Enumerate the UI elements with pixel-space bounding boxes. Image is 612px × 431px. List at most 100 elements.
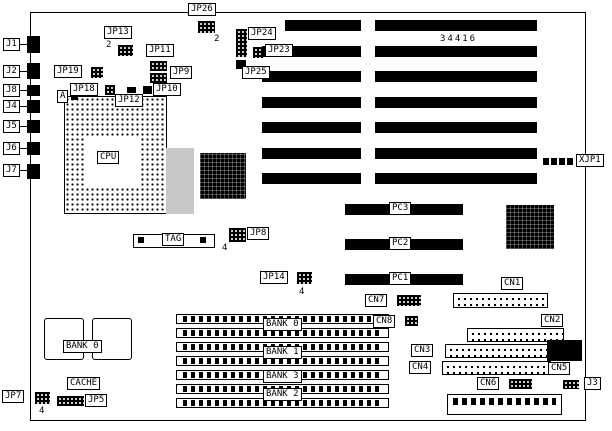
jp24-connector	[236, 29, 247, 57]
cn8-connector	[405, 316, 418, 326]
tag-pin	[200, 237, 206, 243]
jp23-connector	[253, 47, 263, 58]
j5-leader-line	[20, 126, 28, 127]
jp5-connector	[57, 396, 84, 406]
jp8-connector	[229, 228, 246, 242]
jp11-label: JP11	[146, 44, 174, 57]
isa-slot	[285, 20, 361, 31]
j1-leader-line	[20, 44, 28, 45]
j2-leader-line	[20, 71, 28, 72]
isa-slot	[375, 71, 537, 82]
jp25-label: JP25	[242, 66, 270, 79]
j4-label: J4	[3, 100, 20, 113]
j8-label: J8	[3, 84, 20, 97]
j7-label: J7	[3, 164, 20, 177]
j8-leader-line	[20, 90, 28, 91]
jp13-pin-count: 2	[106, 40, 112, 50]
jp14-label: JP14	[260, 271, 288, 284]
bank0-label: BANK 0	[263, 318, 302, 331]
pc3-label: PC3	[389, 202, 412, 215]
cn2-connector	[467, 328, 564, 342]
jp11-connector	[150, 61, 167, 71]
component-block	[166, 148, 194, 214]
chipset-chip-2	[506, 205, 554, 249]
cn2-label: CN2	[541, 314, 564, 327]
jp9-connector	[150, 73, 167, 83]
cn7-connector	[397, 295, 421, 306]
jp19-connector	[91, 67, 103, 78]
jp9-label: JP9	[170, 66, 193, 79]
bank1-label: BANK 1	[263, 346, 302, 359]
cn6-connector	[509, 379, 532, 389]
cn5-label: CN5	[548, 362, 571, 375]
isa-slot	[375, 148, 537, 159]
jp14-pin-count: 4	[299, 287, 305, 297]
j7-connector	[27, 164, 40, 179]
cn4-connector	[442, 361, 551, 375]
pin-a1-marker	[71, 93, 78, 100]
isa-slot	[262, 173, 361, 184]
isa-slot	[375, 122, 537, 133]
cn3-connector	[445, 344, 556, 358]
j8-connector	[27, 85, 40, 96]
cn8-label: CN8	[373, 315, 396, 328]
bank3-label: BANK 3	[263, 370, 302, 383]
tag-label: TAG	[162, 233, 185, 246]
jp7-pin-count: 4	[39, 406, 45, 416]
j7-leader-line	[20, 170, 28, 171]
cn4-label: CN4	[409, 361, 432, 374]
bank2-label: BANK 2	[263, 388, 302, 401]
isa-slot	[262, 122, 361, 133]
jp8-pin-count: 4	[222, 243, 228, 253]
cpu-label: CPU	[97, 151, 120, 164]
j2-connector	[27, 63, 40, 79]
jp10-label: JP10	[153, 83, 181, 96]
j3-label: J3	[584, 377, 601, 390]
j6-label: J6	[3, 142, 20, 155]
power-connector-pins	[453, 398, 556, 405]
jp13-label: JP13	[104, 26, 132, 39]
cache-bank0-label: BANK 0	[63, 340, 102, 353]
xjp1-label: XJP1	[576, 154, 604, 167]
jp7-connector	[35, 392, 50, 404]
j4-leader-line	[20, 106, 28, 107]
j6-leader-line	[20, 148, 28, 149]
pc2-label: PC2	[389, 237, 412, 250]
jp25-connector	[236, 60, 246, 69]
cn5-connector	[547, 340, 582, 361]
isa-slot	[262, 71, 361, 82]
jp26-label: JP26	[188, 3, 216, 16]
isa-slot	[375, 97, 537, 108]
jp13-connector	[118, 45, 133, 56]
cache-chip	[92, 318, 132, 360]
pc1-label: PC1	[389, 272, 412, 285]
isa-slot	[262, 97, 361, 108]
jp18-label: JP18	[70, 83, 98, 96]
isa-slot	[375, 46, 537, 57]
power-connector	[447, 394, 562, 415]
isa-slot	[375, 173, 537, 184]
isa-slot	[375, 20, 537, 31]
jp26-connector	[198, 21, 215, 33]
jp14-connector	[297, 272, 312, 284]
pin-a1-label: A	[57, 90, 69, 103]
cn1-connector	[453, 293, 548, 308]
j3-connector	[563, 380, 579, 389]
jp18-connector	[105, 85, 115, 95]
cn3-label: CN3	[411, 344, 434, 357]
chipset-chip-1	[200, 153, 246, 199]
cache-label: CACHE	[67, 377, 101, 390]
xjp1-connector	[543, 158, 573, 165]
cn7-label: CN7	[365, 294, 388, 307]
j1-label: J1	[3, 38, 20, 51]
tag-pin	[138, 237, 144, 243]
jp10-connector	[143, 86, 152, 94]
jp8-label: JP8	[247, 227, 270, 240]
jp5-label: JP5	[85, 394, 108, 407]
j2-label: J2	[3, 65, 20, 78]
jp19-label: JP19	[54, 65, 82, 78]
jp12-label: JP12	[115, 94, 143, 107]
jp7-label: JP7	[2, 390, 25, 403]
isa-slot	[262, 148, 361, 159]
